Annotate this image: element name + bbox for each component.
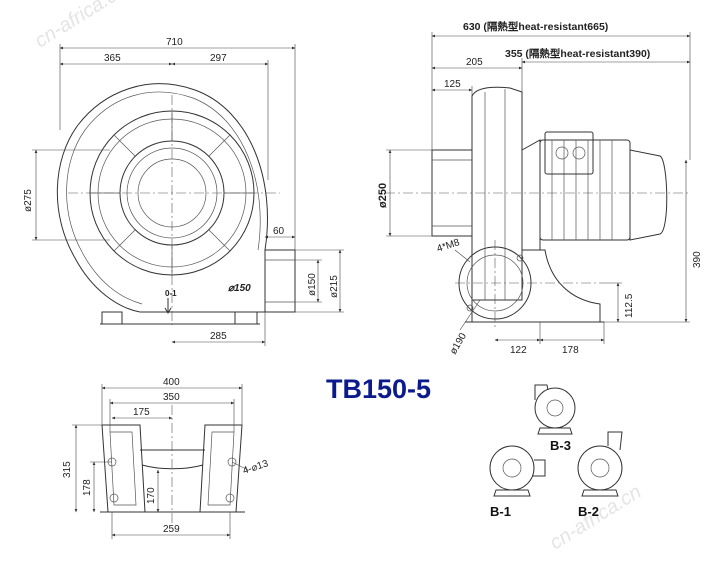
dim-base-half-width: 175: [133, 407, 150, 418]
label-b3: B-3: [550, 438, 571, 453]
dim-total-height: 390: [692, 251, 703, 268]
dim-inlet-length: 125: [444, 79, 461, 90]
watermark-top-left: cn-africa.cn: [31, 0, 130, 52]
side-view: 630 (隔熱型heat-resistant665) 355 (隔熱型heat-…: [377, 20, 703, 357]
dim-overall-width: 710: [166, 37, 183, 48]
dim-base-mid-height: 170: [146, 487, 157, 504]
dim-motor-length: 355 (隔熱型heat-resistant390): [505, 47, 650, 60]
orientation-b1: B-1: [489, 445, 546, 519]
dim-left-width: 365: [104, 53, 121, 64]
label-b1: B-1: [490, 504, 511, 519]
orientation-b2: B-2: [577, 431, 623, 519]
dim-flange-diameter: ø190: [448, 331, 469, 357]
inlet-label: ⌀150: [228, 283, 251, 294]
dim-base-width-inner: 350: [163, 392, 180, 403]
front-view: 710 365 297 ø275 60 ø150 ø215 285 ⌀150 0…: [23, 37, 344, 346]
model-title: TB150-5: [326, 374, 431, 404]
dim-base-left: 122: [510, 345, 527, 356]
dim-shaft-height: 112.5: [624, 293, 635, 318]
dim-inlet-diameter: ø250: [377, 183, 389, 208]
dim-housing-length: 205: [466, 57, 483, 68]
label-b2: B-2: [578, 504, 599, 519]
dim-base-bottom-width: 259: [163, 524, 180, 535]
dim-housing-diameter: ø275: [23, 189, 34, 212]
dim-outlet-length: 60: [273, 226, 285, 237]
dim-right-width: 297: [210, 53, 227, 64]
base-view: 400 350 175 315 178 170 4-⌀13 259: [62, 377, 270, 539]
dim-outlet-inner: ø150: [307, 273, 318, 296]
dim-base-right: 178: [562, 345, 579, 356]
dim-outlet-outer: ø215: [329, 275, 340, 298]
dim-base-total-height: 315: [62, 461, 73, 478]
hole-spec: 4-⌀13: [242, 458, 271, 477]
dim-base-lower-height: 178: [82, 479, 93, 496]
orientation-b3: B-3: [534, 384, 576, 453]
dim-base-width-outer: 400: [163, 377, 180, 388]
rotation-mark: 0-1: [165, 289, 177, 298]
dim-total-length: 630 (隔熱型heat-resistant665): [463, 20, 608, 33]
dim-outlet-offset: 285: [210, 331, 227, 342]
